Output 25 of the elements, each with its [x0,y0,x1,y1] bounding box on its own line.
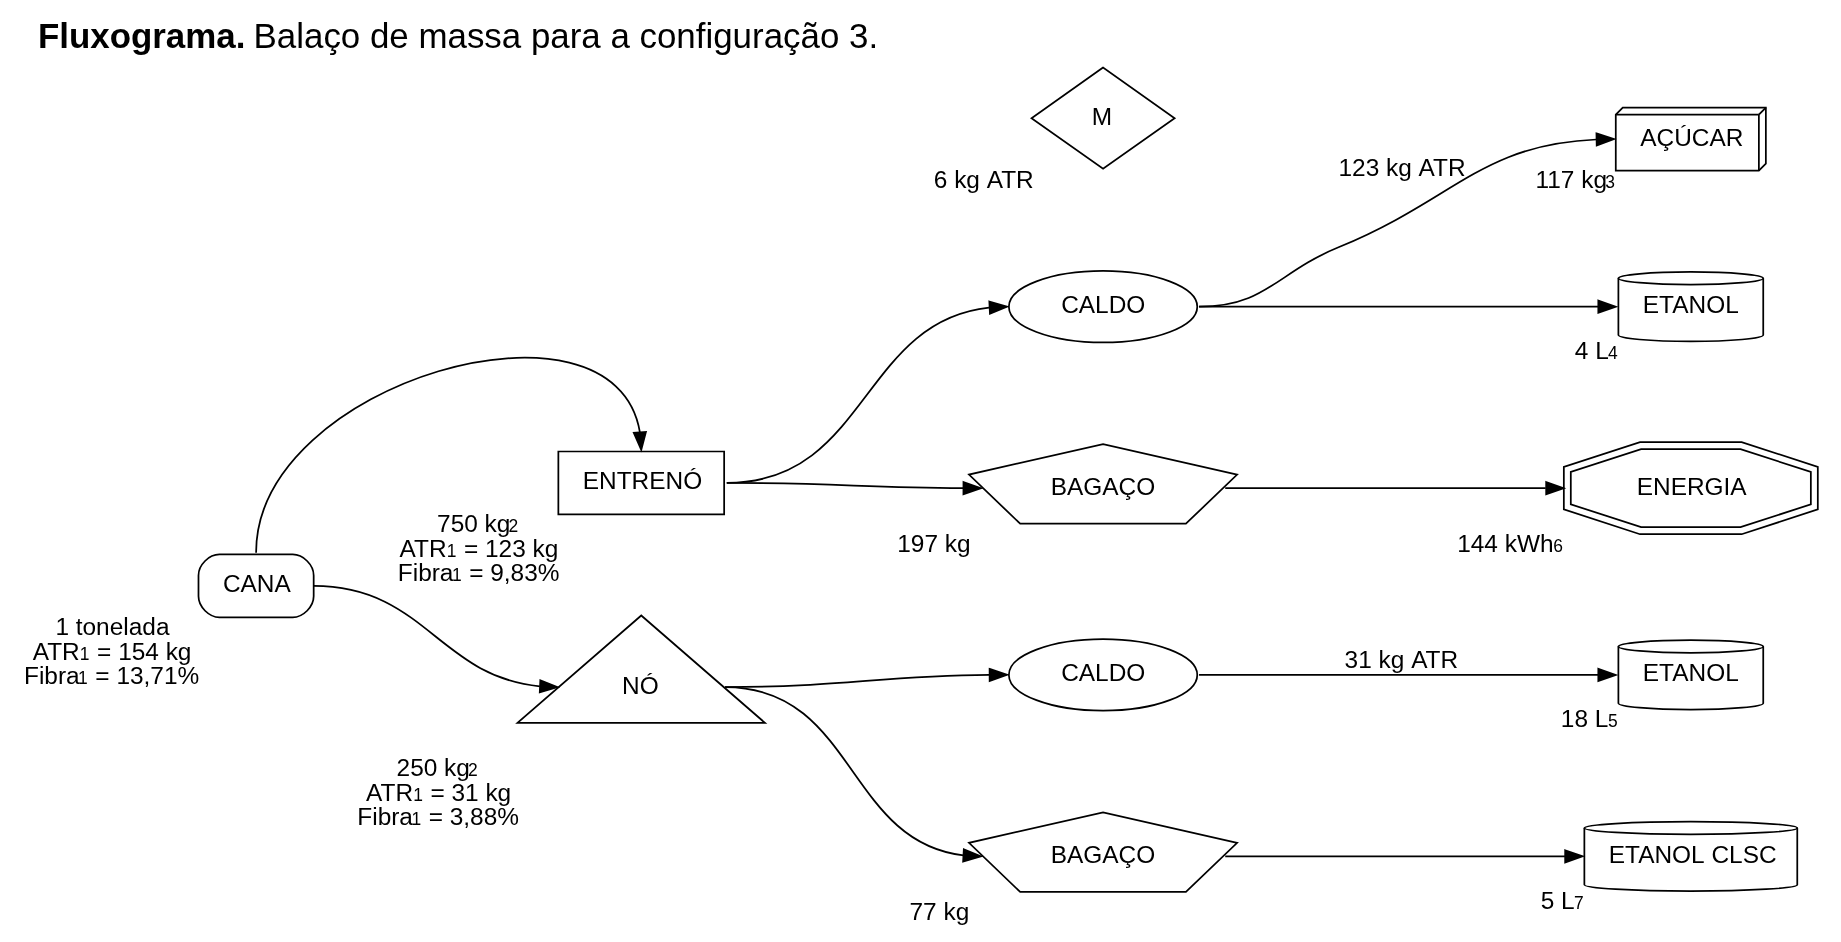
node-label: 1 tonelada [54,613,169,641]
arrow [312,585,560,694]
node-label: 144 kWh6 [1456,529,1563,557]
diagram-title: Fluxograma. Balaço de massa para a configuração 3. [37,16,878,56]
arrow [1197,667,1618,683]
node-label: 77 kg [909,898,969,926]
edge-label: 31 kg ATR [1344,646,1458,674]
node-box: CANA [197,553,315,619]
node-label: 197 kg [896,529,971,557]
arrow [1223,849,1585,864]
node-box: ENTRENÓ [557,450,725,516]
arrow [1223,480,1566,496]
node-diamond: M [1029,66,1176,170]
arrow [1197,132,1617,308]
edge-label: 123 kg ATR [1338,154,1466,182]
node-label: 5 L7 [1540,886,1584,914]
node-ellipse: CALDO [1007,270,1198,344]
arrow [1197,299,1618,314]
node-label: 4 L4 [1574,337,1618,365]
node-label: 18 L5 [1560,705,1618,733]
arrow [725,480,984,496]
arrow [254,356,647,554]
node-label: 117 kg3 [1535,166,1615,194]
node-ellipse: CALDO [1007,638,1198,712]
arrow [723,686,984,863]
